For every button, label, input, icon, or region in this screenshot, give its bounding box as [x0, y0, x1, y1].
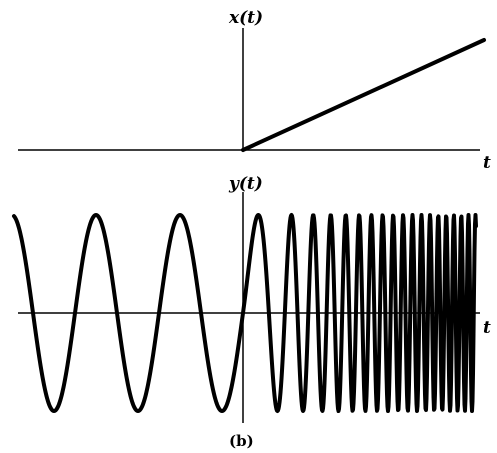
figure-caption: (b) — [229, 432, 254, 450]
top-plot-ylabel: x(t) — [228, 8, 263, 28]
bottom-plot: y(t) t — [12, 174, 491, 423]
top-plot: x(t) t — [18, 8, 491, 173]
bottom-plot-ylabel: y(t) — [228, 174, 263, 194]
bottom-plot-xlabel: t — [483, 318, 491, 338]
ramp-line — [241, 38, 486, 152]
top-plot-xlabel: t — [483, 153, 491, 173]
output-waveform — [12, 213, 478, 413]
